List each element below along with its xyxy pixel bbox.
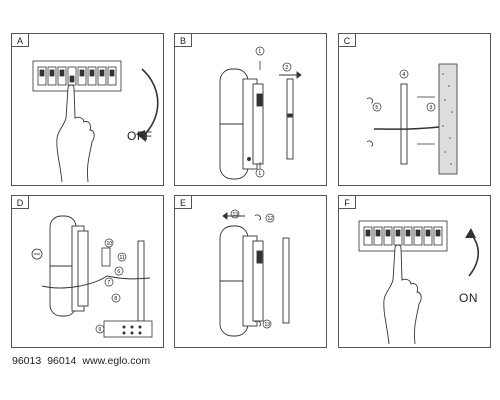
step-number-13-bottom: 13: [265, 322, 271, 328]
step-marker-2: [282, 62, 292, 72]
mounting-plate: [400, 83, 408, 165]
panel-a-label: A: [11, 33, 29, 47]
hand-icon: [56, 84, 95, 183]
step-number-8: 8: [114, 296, 117, 302]
panel-f-label: F: [338, 195, 356, 209]
step-number-6: 6: [117, 269, 120, 275]
panel-c-label: C: [338, 33, 356, 47]
screw-icon: [254, 214, 262, 327]
step-number-2: 2: [285, 65, 288, 71]
panel-b-label: B: [174, 33, 192, 47]
panel-b: B 1 2 1: [174, 33, 327, 186]
wall-texture: [442, 73, 453, 165]
step-marker-12: [265, 213, 275, 223]
step-marker-5: [372, 102, 382, 112]
panel-f: F ON: [338, 195, 491, 348]
breaker-box: [32, 60, 122, 92]
mounting-plate: [137, 240, 145, 322]
step-marker-3: [426, 102, 436, 112]
panel-d-label: D: [11, 195, 29, 209]
mounting-plate: [286, 78, 294, 160]
terminal-block: [101, 247, 111, 267]
step-marker-4: [399, 69, 409, 79]
step-number-7: 7: [107, 280, 110, 286]
website-text: www.eglo.com: [82, 355, 151, 367]
wall-lamp: [219, 225, 264, 337]
step-marker-7: [104, 277, 114, 287]
step-marker-1-bottom: [255, 168, 265, 178]
footer: 96013 96014 www.eglo.com: [12, 355, 156, 367]
step-marker-13-bottom: [262, 319, 272, 329]
step-marker-1-top: [255, 46, 265, 56]
panel-e-illustration: 13 12 13: [219, 209, 290, 337]
panel-e: E 13 12 13: [174, 195, 327, 348]
panel-e-label: E: [174, 195, 192, 209]
wall-lamp: [49, 215, 89, 317]
hand-icon: [383, 244, 422, 345]
panel-c-illustration: 4 5 3: [366, 63, 458, 175]
wall-lamp: [219, 68, 264, 180]
connector-detail-screws: [122, 325, 142, 335]
step-number-1-top: 1: [258, 49, 261, 55]
step-marker-13-top: [230, 209, 240, 219]
step-number-3: 3: [429, 105, 432, 111]
step-number-1-bottom: 1: [258, 171, 261, 177]
step-number-10: 10: [107, 241, 113, 247]
step-marker-11: [117, 252, 127, 262]
wall-plug-icon: [417, 96, 435, 145]
step-number-12: 12: [268, 216, 274, 222]
on-arrow: [468, 233, 480, 277]
step-marker-6: [114, 266, 124, 276]
off-label: OFF: [127, 129, 153, 143]
on-arrow-head: [465, 228, 476, 238]
step-number-9: 9: [98, 327, 101, 333]
step-marker-10: [104, 238, 114, 248]
panel-d-illustration: 10 11 6 7 8 9: [31, 215, 153, 338]
panel-b-illustration: 1 2 1: [219, 46, 302, 180]
mounting-plate: [282, 237, 290, 324]
arrow-right: [279, 71, 302, 79]
step-marker-9: [95, 324, 105, 334]
step-number-5: 5: [375, 105, 378, 111]
step-marker-8: [111, 293, 121, 303]
off-arrow: [141, 68, 159, 138]
panel-a-illustration: [32, 60, 159, 183]
step-number-4: 4: [402, 72, 405, 78]
on-label: ON: [459, 291, 478, 305]
off-arrow-head: [136, 130, 146, 142]
wall: [438, 63, 458, 175]
breaker-box: [358, 220, 448, 252]
power-cable: [373, 126, 440, 130]
panel-d: D 10 11: [11, 195, 164, 348]
connector-detail: [103, 320, 153, 338]
step-number-11: 11: [120, 255, 125, 261]
arrow-left: [222, 212, 245, 220]
step-number-13-top: 13: [233, 212, 239, 218]
panel-a: A OFF: [11, 33, 164, 186]
panel-c: C 4 5 3: [338, 33, 491, 186]
warning-icon: [31, 248, 43, 260]
panel-f-illustration: [358, 220, 480, 345]
model-number-b: 96014: [47, 355, 77, 367]
wires: [41, 275, 151, 289]
model-number-a: 96013: [12, 355, 42, 367]
screw-icon: [366, 97, 374, 147]
